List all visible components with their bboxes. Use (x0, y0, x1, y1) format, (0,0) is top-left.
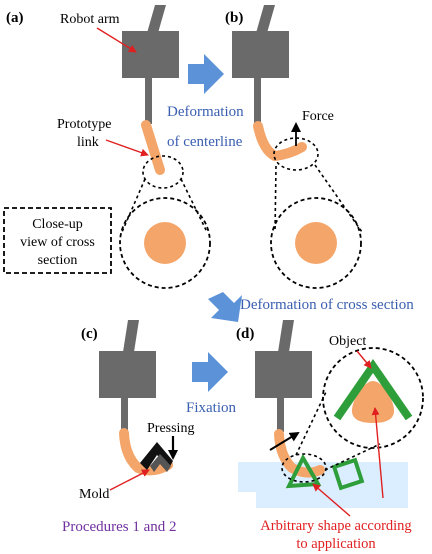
closeup-region-marker-b (273, 137, 319, 171)
robot-arm-block-c (99, 351, 156, 398)
arbitrary-label-line1: Arbitrary shape according (260, 518, 411, 534)
table-surface (238, 462, 408, 508)
robot-arm-lower-rod-c (121, 398, 128, 432)
robot-arm-label: Robot arm (60, 12, 120, 27)
fixation-label: Fixation (186, 400, 237, 416)
panel-c: (c) Pressing Mold Procedures 1 and 2 (62, 320, 194, 535)
robot-arm-pointer (96, 27, 137, 53)
object-label: Object (329, 334, 366, 349)
prototype-link-label-line2: link (77, 135, 99, 150)
robot-arm-upper-rod-b (256, 5, 275, 33)
link-in-mold (119, 428, 173, 476)
closeup-guide-left-d (295, 391, 327, 456)
object-chevron (333, 358, 413, 421)
cross-section-round (144, 222, 186, 264)
robot-arm-upper-rod (147, 5, 166, 33)
robot-arm-lower-rod-d (277, 398, 284, 432)
closeup-region-marker-d (281, 453, 327, 483)
panel-a: (a) Robot arm Prototype link Close-up vi… (3, 5, 211, 289)
arrow-c-to-d (192, 352, 228, 392)
robot-arm-upper-rod-d (278, 320, 294, 352)
deformation-centerline-label-line2: of centerline (167, 134, 243, 150)
deformation-centerline-label-line1: Deformation (167, 104, 244, 120)
closeup-label-line1: Close-up (32, 217, 83, 232)
motion-arrow (269, 431, 300, 451)
panel-c-label: (c) (81, 326, 98, 342)
arbitrary-pointer-1 (371, 407, 384, 499)
panel-a-label: (a) (6, 10, 24, 26)
green-triangle-object (285, 453, 322, 489)
robot-arm-block-a (122, 31, 179, 78)
closeup-guide-left-a (121, 178, 146, 233)
green-square-object (331, 457, 365, 491)
panel-b-label: (b) (225, 10, 243, 26)
arbitrary-label-line2: to application (296, 536, 376, 552)
closeup-guide-left-b (274, 165, 277, 233)
mold-face (150, 454, 171, 472)
panel-d: (d) Object Arbitrary shape according to … (236, 320, 424, 552)
mold-label: Mold (79, 487, 109, 502)
robot-arm-lower-rod-b (254, 78, 261, 124)
deformation-cross-section-label: Deformation of cross section (240, 297, 414, 313)
arrow-a-to-b (188, 54, 224, 94)
object-pointer (356, 350, 372, 369)
procedures-label: Procedures 1 and 2 (62, 519, 177, 535)
closeup-circle-b (270, 197, 362, 289)
panel-b: (b) Force (225, 5, 363, 289)
closeup-label-line2: view of cross (20, 235, 95, 250)
deformed-cross-section (351, 381, 395, 423)
prototype-link (141, 120, 165, 175)
robot-arm-upper-rod-c (123, 320, 139, 352)
closeup-region-marker-a (142, 155, 184, 189)
prototype-link-label-line1: Prototype (57, 117, 111, 132)
closeup-label-box (3, 207, 112, 274)
robot-arm-block-d (255, 351, 312, 398)
arbitrary-pointer-2 (312, 483, 351, 517)
closeup-guide-right-a (180, 178, 208, 233)
cross-section-round-b (295, 222, 337, 264)
pressing-label: Pressing (147, 421, 194, 436)
closeup-label-line3: section (38, 253, 78, 268)
arrow-b-to-c (208, 292, 242, 322)
mold-pointer (109, 469, 150, 491)
panel-d-label: (d) (236, 326, 254, 342)
robot-arm-lower-rod-a (145, 78, 152, 124)
force-label: Force (302, 109, 334, 124)
robot-arm-block-b (232, 31, 289, 78)
closeup-circle-a (119, 197, 211, 289)
prototype-link-pointer (105, 139, 149, 157)
closeup-circle-d (322, 347, 424, 449)
closeup-guide-right-b (314, 164, 363, 233)
deformed-link (253, 121, 307, 162)
